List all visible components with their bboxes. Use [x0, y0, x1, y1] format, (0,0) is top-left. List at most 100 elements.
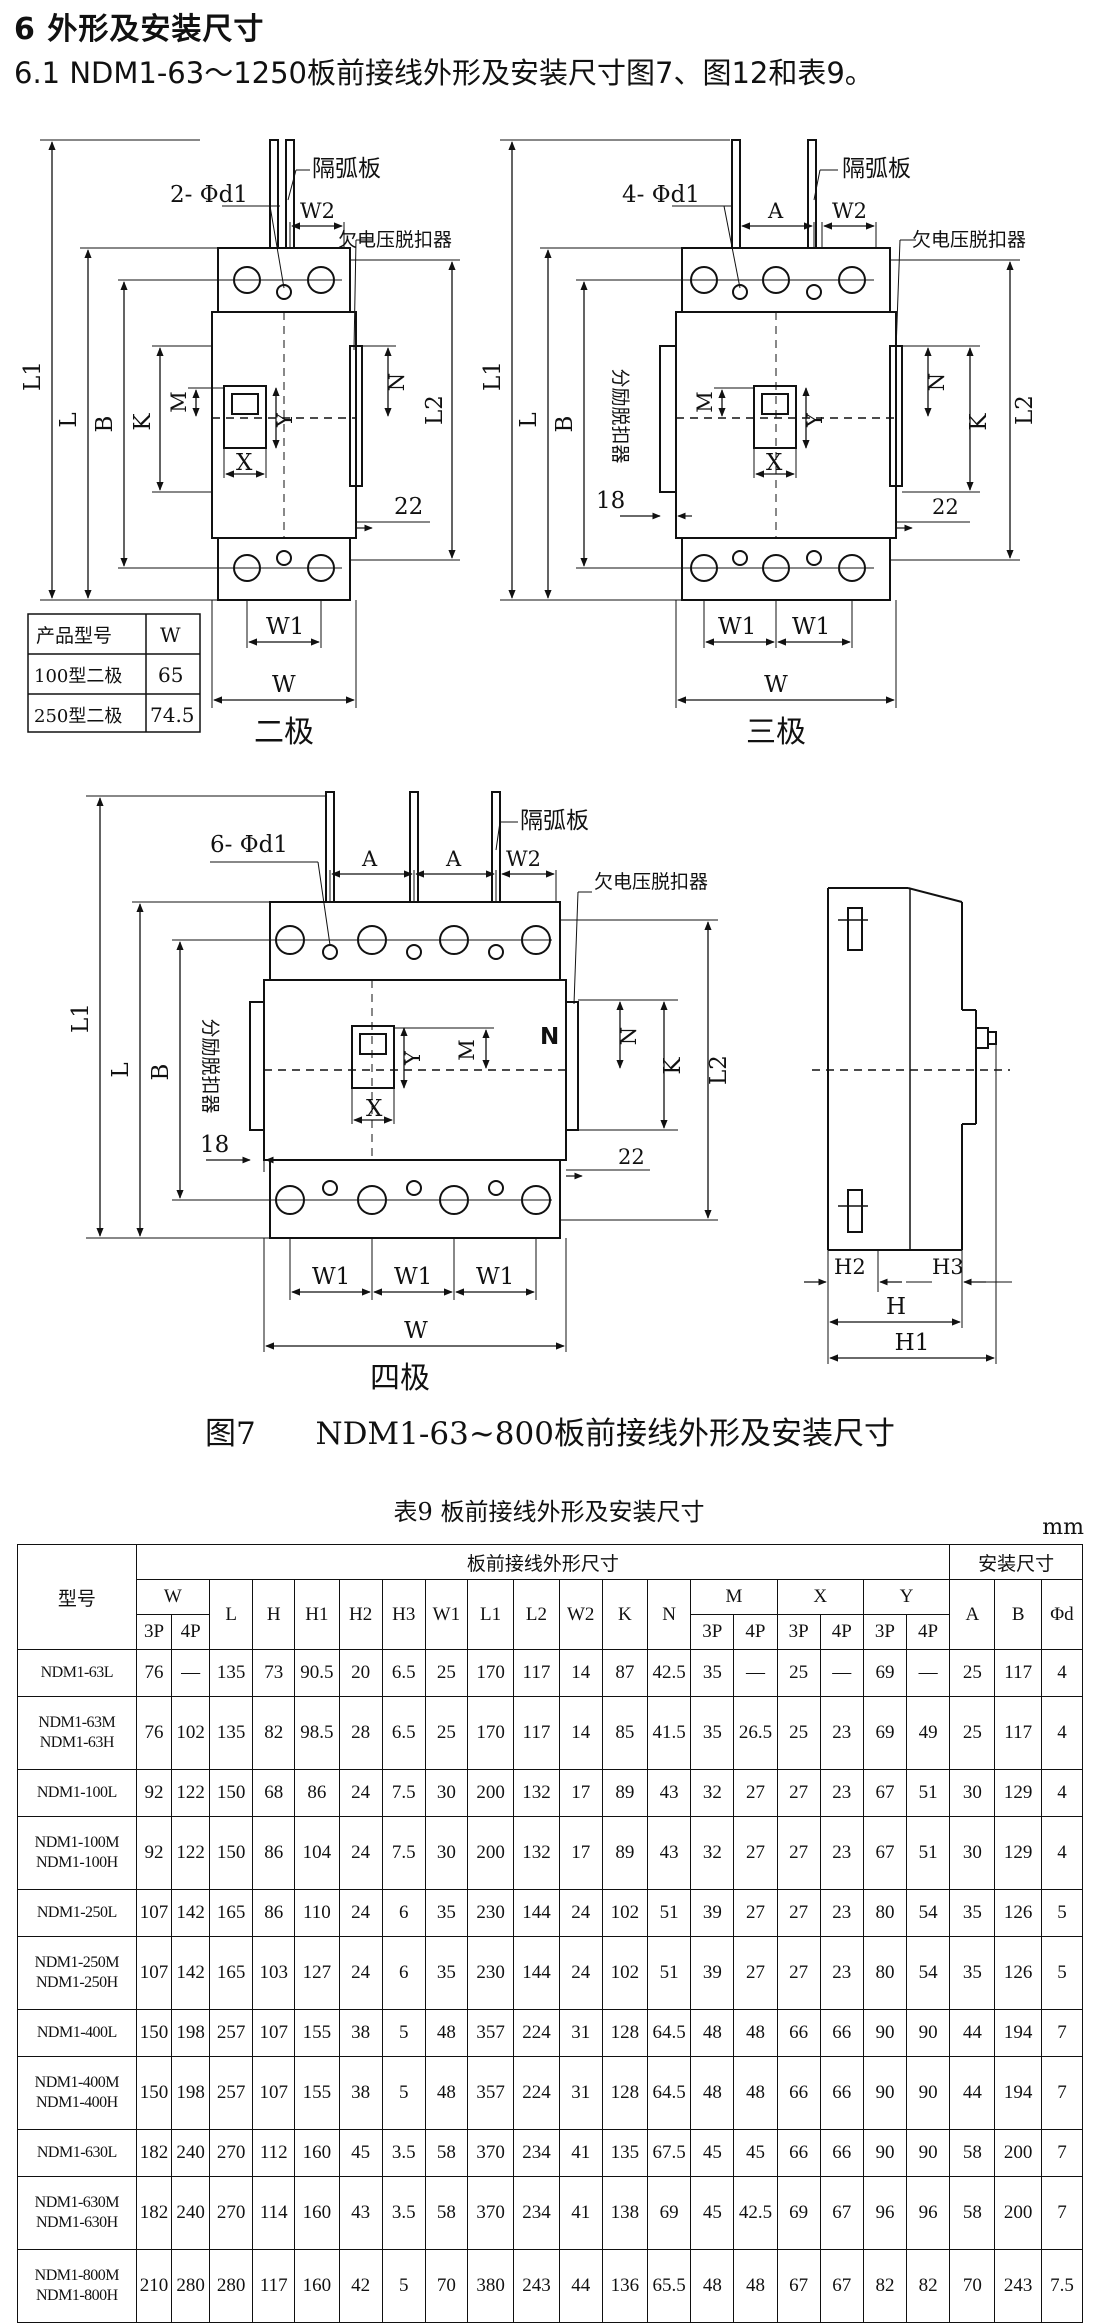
value-cell: 7: [1040, 2056, 1084, 2130]
value-cell: 243: [994, 2249, 1042, 2323]
value-cell: 48: [733, 2249, 778, 2323]
label-w2-2p: W2: [300, 199, 335, 223]
value-cell: 43: [647, 1816, 692, 1890]
label-w1a-4p: W1: [312, 1264, 350, 1290]
value-cell: 25: [949, 1696, 996, 1770]
value-cell: 66: [819, 2056, 864, 2130]
model-name: NDM1-63H: [39, 1734, 115, 1751]
label-n-4p: N: [617, 1027, 641, 1045]
value-cell: 67.5: [647, 2129, 692, 2177]
value-cell: 132: [513, 1816, 560, 1890]
col-m: M: [690, 1579, 778, 1615]
sub-m-3p: 3P: [690, 1614, 735, 1650]
label-l2-4p: L2: [706, 1055, 732, 1085]
value-cell: 150: [209, 1769, 254, 1817]
model-name: NDM1-800M: [34, 2267, 120, 2284]
value-cell: 66: [776, 2009, 821, 2057]
label-w2-3p: W2: [832, 199, 867, 223]
value-cell: 112: [252, 2129, 296, 2177]
value-cell: 155: [294, 2056, 340, 2130]
col-h2: H2: [338, 1579, 383, 1650]
label-m-4p: M: [455, 1039, 479, 1061]
model-name: NDM1-250H: [35, 1974, 118, 1991]
value-cell: 31: [558, 2009, 603, 2057]
value-cell: 41: [558, 2129, 603, 2177]
value-cell: 30: [949, 1816, 996, 1890]
value-cell: 66: [776, 2129, 821, 2177]
col-a: A: [949, 1579, 996, 1650]
value-cell: 135: [601, 2129, 649, 2177]
value-cell: 160: [294, 2249, 340, 2323]
value-cell: 17: [558, 1816, 603, 1890]
value-cell: 182: [135, 2176, 173, 2250]
value-cell: 117: [513, 1649, 560, 1697]
value-cell: 80: [862, 1889, 908, 1937]
value-cell: 35: [424, 1889, 468, 1937]
label-k-2p: K: [130, 413, 156, 431]
value-cell: 126: [994, 1889, 1042, 1937]
col-w: W: [135, 1579, 211, 1615]
value-cell: 51: [647, 1936, 692, 2010]
value-cell: 160: [294, 2129, 340, 2177]
label-arc-plate-4p: 隔弧板: [520, 808, 589, 834]
label-22-2p: 22: [394, 494, 423, 520]
label-18-4p: 18: [200, 1132, 229, 1158]
label-holes-3p: 4- Φd1: [622, 182, 700, 208]
value-cell: 170: [466, 1696, 515, 1770]
value-cell: 138: [601, 2176, 649, 2250]
col-l: L: [209, 1579, 254, 1650]
value-cell: 27: [776, 1889, 821, 1937]
value-cell: 24: [558, 1936, 603, 2010]
value-cell: 117: [513, 1696, 560, 1770]
label-l2-3p: L2: [1012, 395, 1038, 425]
value-cell: 3.5: [381, 2129, 426, 2177]
value-cell: 7.5: [381, 1816, 426, 1890]
value-cell: 45: [338, 2129, 383, 2177]
label-h3: H3: [932, 1255, 964, 1279]
title-two-pole: 二极: [254, 715, 314, 750]
value-cell: 155: [294, 2009, 340, 2057]
value-cell: 90: [862, 2056, 908, 2130]
value-cell: 7: [1040, 2129, 1084, 2177]
model-name: NDM1-400L: [36, 2024, 117, 2041]
value-cell: 24: [558, 1889, 603, 1937]
value-cell: 24: [338, 1769, 383, 1817]
value-cell: 64.5: [647, 2009, 692, 2057]
label-w1-2p: W1: [266, 614, 304, 640]
model-name: NDM1-100L: [36, 1784, 117, 1801]
value-cell: 42: [338, 2249, 383, 2323]
value-cell: 42.5: [647, 1649, 692, 1697]
wtable-r1-model: 100型二极: [34, 666, 122, 687]
label-n-mark-4p: N: [540, 1024, 559, 1050]
value-cell: 51: [906, 1816, 951, 1890]
value-cell: 150: [135, 2056, 173, 2130]
value-cell: 90.5: [294, 1649, 340, 1697]
value-cell: 43: [647, 1769, 692, 1817]
value-cell: 144: [513, 1936, 560, 2010]
value-cell: 23: [819, 1889, 864, 1937]
value-cell: 24: [338, 1816, 383, 1890]
value-cell: 67: [819, 2176, 864, 2250]
label-n-3p: N: [925, 373, 949, 391]
four-pole-labels: 隔弧板 6- Φd1 A A W2 欠电压脱扣器 L1 L B 分励脱扣器 Y …: [68, 808, 732, 1396]
label-y-2p: Y: [273, 412, 297, 428]
value-cell: 35: [690, 1649, 735, 1697]
value-cell: 107: [135, 1936, 173, 2010]
value-cell: 114: [252, 2176, 296, 2250]
wtable-r2-model: 250型二极: [34, 706, 122, 727]
value-cell: 70: [424, 2249, 468, 2323]
value-cell: 80: [862, 1936, 908, 2010]
model-cell: NDM1-400L: [17, 2009, 137, 2057]
value-cell: 69: [776, 2176, 821, 2250]
label-a-3p: A: [767, 199, 784, 223]
model-name: NDM1-400M: [34, 2074, 120, 2091]
value-cell: 38: [338, 2056, 383, 2130]
value-cell: 98.5: [294, 1696, 340, 1770]
value-cell: 7.5: [381, 1769, 426, 1817]
value-cell: 280: [209, 2249, 254, 2323]
